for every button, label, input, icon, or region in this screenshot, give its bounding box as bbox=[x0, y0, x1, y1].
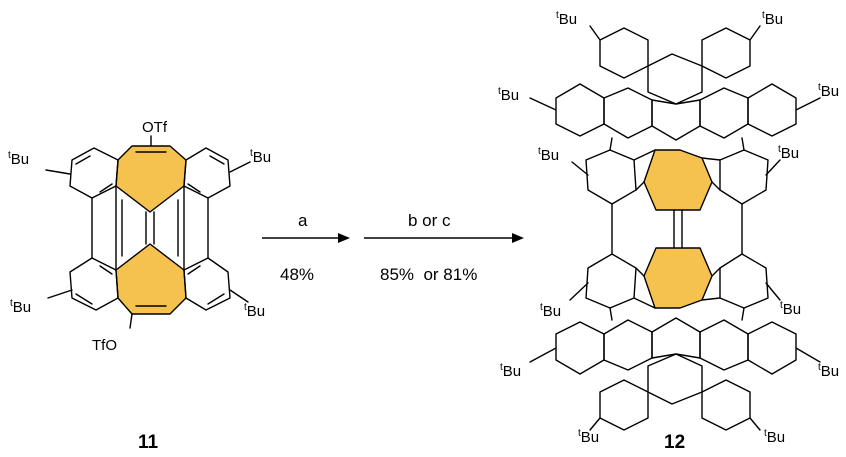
compound-12-tbu: tBu bbox=[498, 86, 519, 104]
compound-11-tbu-lower-right: tBu bbox=[244, 302, 265, 320]
compound-11-tbu-upper-left: tBu bbox=[8, 150, 29, 168]
compound-11-bonds bbox=[45, 135, 251, 329]
compound-11-heptagon-bottom bbox=[116, 244, 186, 314]
compound-12-tbu: tBu bbox=[764, 428, 785, 446]
compound-11-tbu-upper-right: tBu bbox=[250, 148, 271, 166]
compound-11-number: 11 bbox=[138, 432, 159, 453]
arrow-1-reagent: a bbox=[298, 211, 308, 230]
compound-11-tbu-lower-left: tBu bbox=[10, 298, 31, 316]
compound-12-structure: tBu tBu tBu tBu tBu tBu tBu tBu tBu tBu … bbox=[498, 10, 839, 453]
compound-12-number: 12 bbox=[664, 432, 685, 453]
compound-12-tbu: tBu bbox=[780, 300, 801, 318]
arrow-2-yield: 85% or 81% bbox=[380, 265, 477, 284]
compound-11-otf-label: OTf bbox=[142, 119, 168, 136]
compound-12-tbu: tBu bbox=[540, 302, 561, 320]
compound-12-tbu: tBu bbox=[818, 82, 839, 100]
compound-12-tbu: tBu bbox=[818, 362, 839, 380]
compound-12-heptagon-top bbox=[644, 150, 712, 210]
compound-11-tfo-label: TfO bbox=[92, 337, 117, 354]
reaction-arrow-1: a 48% bbox=[262, 211, 350, 284]
compound-11-heptagon-top bbox=[116, 146, 186, 212]
compound-11-structure: OTf TfO tBu tBu tBu tBu 11 bbox=[8, 119, 271, 453]
compound-12-tbu: tBu bbox=[538, 146, 559, 164]
arrow-2-reagent: b or c bbox=[408, 211, 451, 230]
compound-12-bonds bbox=[529, 25, 821, 431]
compound-12-tbu: tBu bbox=[762, 10, 783, 28]
compound-12-tbu: tBu bbox=[500, 362, 521, 380]
compound-12-tbu: tBu bbox=[778, 144, 799, 162]
compound-12-tbu: tBu bbox=[578, 428, 599, 446]
reaction-arrow-2: b or c 85% or 81% bbox=[364, 211, 524, 284]
compound-12-heptagon-bottom bbox=[644, 248, 712, 308]
compound-12-tbu: tBu bbox=[556, 10, 577, 28]
arrow-1-yield: 48% bbox=[280, 265, 314, 284]
